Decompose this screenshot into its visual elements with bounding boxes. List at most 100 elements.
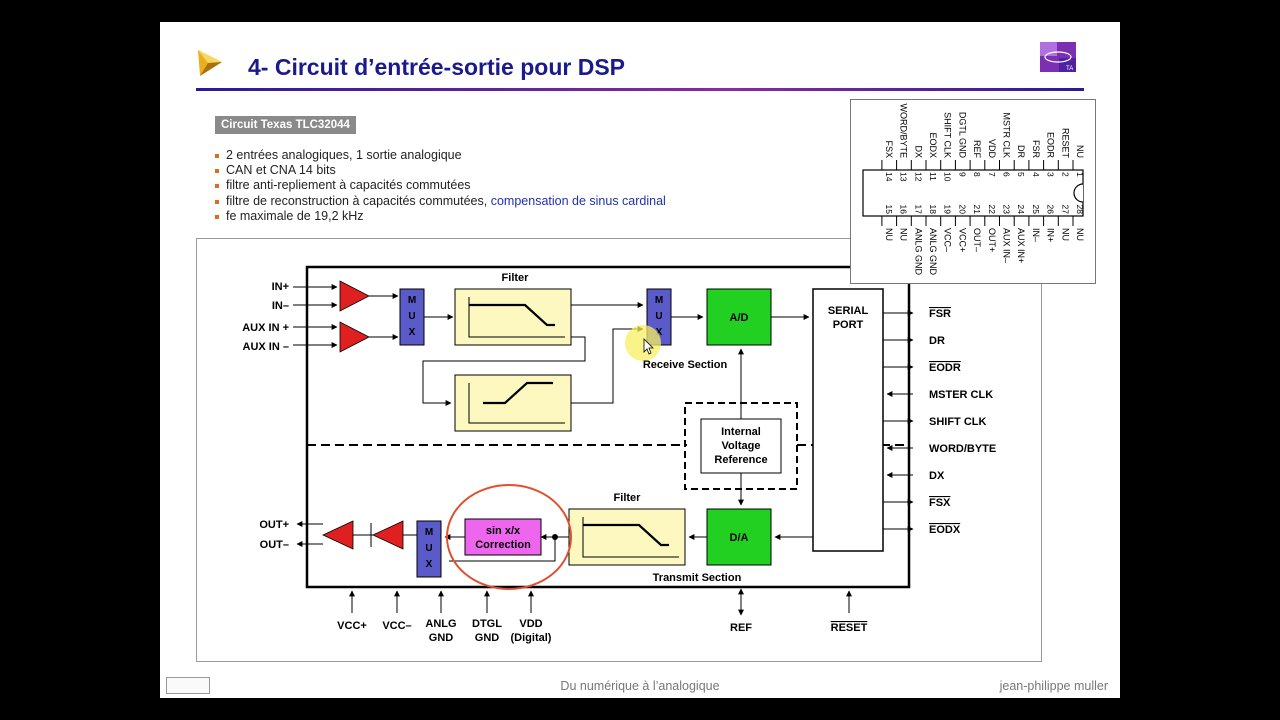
pin-number: 17 (913, 205, 923, 215)
logo-text: TA (1066, 66, 1073, 72)
pin-anlg-gnd: GND (429, 632, 454, 644)
svg-text:U: U (655, 311, 662, 322)
chip-package (862, 169, 1084, 217)
svg-text:X: X (409, 327, 416, 338)
highpass-filter (454, 374, 572, 432)
pin-name: NU (1060, 228, 1070, 241)
dac-label: D/A (730, 532, 749, 544)
sinx-correction-block (464, 518, 542, 556)
footer-logo-icon (166, 677, 210, 694)
block-diagram: IN+ IN– AUX IN + AUX IN – M U X Filter (196, 238, 1042, 662)
svg-text:U: U (425, 543, 432, 554)
pin-anlg-gnd: ANLG (425, 618, 456, 630)
pin-number: 18 (928, 205, 938, 215)
pin-dtgl-gnd: GND (475, 632, 500, 644)
reconstruction-filter (568, 508, 686, 566)
pin-number: 22 (987, 205, 997, 215)
sinx-label: Correction (475, 539, 531, 551)
pin-number: 20 (957, 205, 967, 215)
cursor-highlight (625, 325, 661, 361)
pin-number: 9 (957, 172, 967, 177)
pin-name: MSTR CLK (1002, 112, 1012, 158)
pin-vdd: VDD (519, 618, 542, 630)
svg-text:M: M (655, 295, 663, 306)
serial-port-block (812, 288, 884, 552)
pin-name: NU (1075, 228, 1085, 241)
antialias-filter (454, 288, 572, 346)
svg-text:X: X (656, 327, 663, 338)
pin-number: 3 (1046, 172, 1056, 177)
vref-label: Voltage (722, 440, 761, 452)
signal-word-byte: WORD/BYTE (929, 443, 996, 455)
pin-name: IN– (1031, 228, 1041, 242)
pin-number: 14 (884, 172, 894, 182)
pin-reset: RESET (831, 622, 868, 634)
footer-author: jean-philippe muller (999, 679, 1108, 693)
chip-outline (305, 265, 911, 589)
title-arrow-icon (198, 50, 222, 76)
signal-fsx: FSX (929, 497, 951, 509)
pin-number: 25 (1031, 205, 1041, 215)
pin-name: REF (972, 140, 982, 159)
slide: 4- Circuit d’entrée-sortie pour DSP TA C… (160, 22, 1120, 698)
pin-name: SHIFT CLK (943, 112, 953, 158)
output-amplifier (372, 520, 404, 550)
pin-vcc-minus: VCC– (382, 620, 411, 632)
signal-dr: DR (929, 335, 945, 347)
adc-block (706, 288, 772, 346)
pin-number: 28 (1075, 205, 1085, 215)
pin-number: 19 (943, 205, 953, 215)
svg-text:X: X (426, 559, 433, 570)
pin-name: IN+ (1046, 228, 1056, 242)
pin-name: VDD (987, 139, 997, 159)
pin-number: 8 (972, 172, 982, 177)
pin-number: 5 (1016, 172, 1026, 177)
mouse-cursor-icon (643, 338, 654, 355)
svg-text:M: M (425, 527, 433, 538)
bullet-item: fe maximale de 19,2 kHz (215, 209, 666, 224)
pin-name: VCC+ (957, 228, 967, 252)
pin-number: 6 (1002, 172, 1012, 177)
signal-dx: DX (929, 470, 945, 482)
pin-name: NU (1075, 145, 1085, 158)
title-underline (196, 88, 1084, 91)
pin-ref: REF (730, 622, 752, 634)
output-label-minus: OUT– (260, 539, 289, 551)
input-label-in-minus: IN– (272, 300, 289, 312)
vref-label: Internal (721, 426, 761, 438)
pin-number: 27 (1060, 205, 1070, 215)
pin-number: 10 (943, 172, 953, 182)
pin-name: NU (884, 228, 894, 241)
footer-title: Du numérique à l’analogique (560, 679, 720, 693)
pin-vdd: (Digital) (511, 632, 552, 644)
highlight-circle (446, 484, 572, 590)
pin-number: 26 (1046, 205, 1056, 215)
pin-name: OUT+ (987, 228, 997, 252)
pin-name: EODR (1046, 132, 1056, 159)
bullet-item: 2 entrées analogiques, 1 sortie analogiq… (215, 148, 666, 163)
pin-name: AUX IN– (1002, 228, 1012, 263)
input-label-in-plus: IN+ (272, 281, 289, 293)
output-label-plus: OUT+ (259, 519, 289, 531)
pin-number: 12 (913, 172, 923, 182)
pin-name: DR (1016, 145, 1026, 158)
input-amplifier (339, 280, 370, 312)
pin-name: RESET (1060, 128, 1070, 159)
pin-number: 7 (987, 172, 997, 177)
svg-text:U: U (408, 311, 415, 322)
pin-number: 13 (899, 172, 909, 182)
bullet-highlight: compensation de sinus cardinal (490, 193, 666, 208)
pin-name: OUT– (972, 228, 982, 252)
aux-amplifier (339, 321, 370, 353)
filter-label-bottom: Filter (614, 492, 642, 504)
pin-name: WORD/BYTE (899, 103, 909, 158)
signal-eodr: EODR (929, 362, 961, 374)
chip-badge: Circuit Texas TLC32044 (215, 116, 356, 134)
vref-block (700, 418, 782, 474)
pin-number: 2 (1060, 172, 1070, 177)
pin-name: ANLG GND (928, 228, 938, 276)
pin-vcc-plus: VCC+ (337, 620, 367, 632)
input-label-aux-plus: AUX IN + (242, 322, 289, 334)
pin-name: DGTL GND (957, 112, 967, 159)
